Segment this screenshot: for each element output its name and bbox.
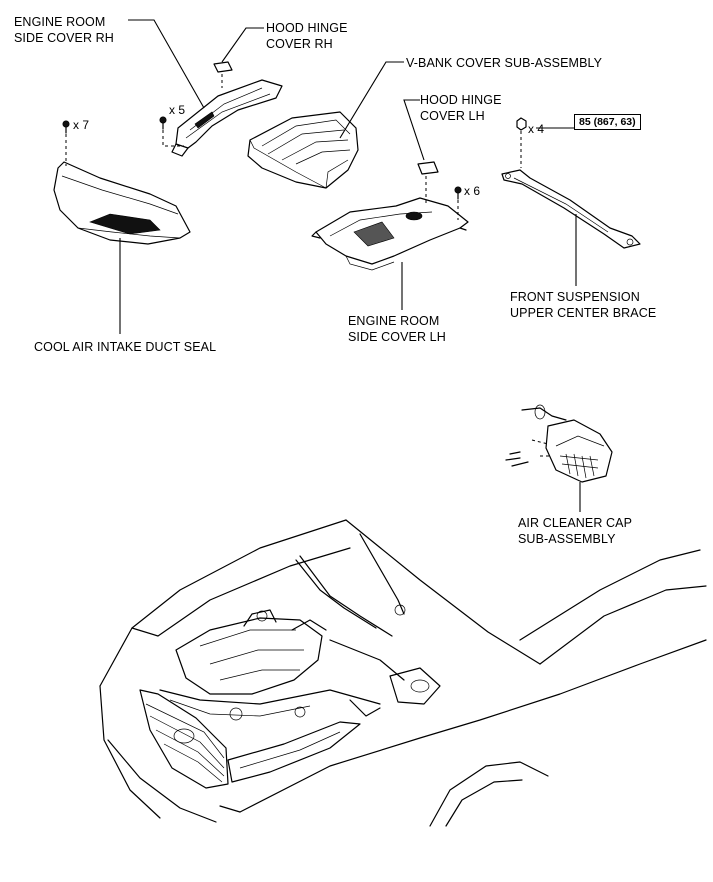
engine-room-side-cover-rh-part — [171, 79, 283, 157]
label-front-suspension-upper-center-brace: FRONT SUSPENSION UPPER CENTER BRACE — [510, 289, 656, 321]
label-line: COOL AIR INTAKE DUCT SEAL — [34, 340, 217, 354]
label-line: UPPER CENTER BRACE — [510, 306, 657, 320]
label-air-cleaner-cap: AIR CLEANER CAP SUB-ASSEMBLY — [518, 515, 632, 547]
leader-line-side-cover-rh — [128, 19, 205, 109]
quantity-brace-nuts: x 4 — [528, 122, 545, 136]
nut-icon — [516, 117, 527, 131]
label-line: SIDE COVER RH — [14, 31, 114, 45]
label-engine-room-side-cover-rh: ENGINE ROOM SIDE COVER RH — [14, 14, 114, 46]
push-clip-icon — [454, 186, 462, 200]
quantity-duct-seal-clips: x 7 — [73, 118, 90, 132]
air-cleaner-cap-part — [505, 404, 613, 483]
label-line: ENGINE ROOM — [348, 314, 440, 328]
label-v-bank-cover: V-BANK COVER SUB-ASSEMBLY — [406, 55, 602, 71]
leader-line-v-bank — [339, 61, 404, 139]
push-clip-icon — [62, 120, 70, 134]
label-line: COVER LH — [420, 109, 485, 123]
label-line: SIDE COVER LH — [348, 330, 446, 344]
label-hood-hinge-cover-rh: HOOD HINGE COVER RH — [266, 20, 348, 52]
v-bank-cover-part — [247, 111, 359, 189]
push-clip-icon — [159, 116, 167, 130]
vehicle-illustration — [99, 519, 707, 827]
label-line: HOOD HINGE — [266, 21, 348, 35]
label-line: FRONT SUSPENSION — [510, 290, 640, 304]
front-suspension-upper-center-brace-part — [501, 169, 641, 249]
engine-room-side-cover-lh-part — [311, 197, 469, 271]
cool-air-intake-duct-seal-part — [53, 161, 191, 245]
label-cool-air-intake-duct-seal: COOL AIR INTAKE DUCT SEAL — [34, 339, 216, 355]
hood-hinge-cover-rh-part — [213, 61, 233, 73]
label-line: HOOD HINGE — [420, 93, 502, 107]
label-hood-hinge-cover-lh: HOOD HINGE COVER LH — [420, 92, 502, 124]
leader-line-hood-hinge-lh — [403, 99, 425, 161]
label-engine-room-side-cover-lh: ENGINE ROOM SIDE COVER LH — [348, 313, 446, 345]
label-line: V-BANK COVER SUB-ASSEMBLY — [406, 56, 603, 70]
torque-spec-box: 85 (867, 63) — [574, 114, 641, 130]
label-line: ENGINE ROOM — [14, 15, 106, 29]
hood-hinge-cover-lh-part — [417, 161, 439, 175]
label-line: COVER RH — [266, 37, 333, 51]
leader-line-hood-hinge-rh — [221, 27, 264, 63]
quantity-side-cover-rh-clips: x 5 — [169, 103, 186, 117]
quantity-side-cover-lh-clips: x 6 — [464, 184, 481, 198]
label-line: AIR CLEANER CAP — [518, 516, 633, 530]
label-line: SUB-ASSEMBLY — [518, 532, 616, 546]
